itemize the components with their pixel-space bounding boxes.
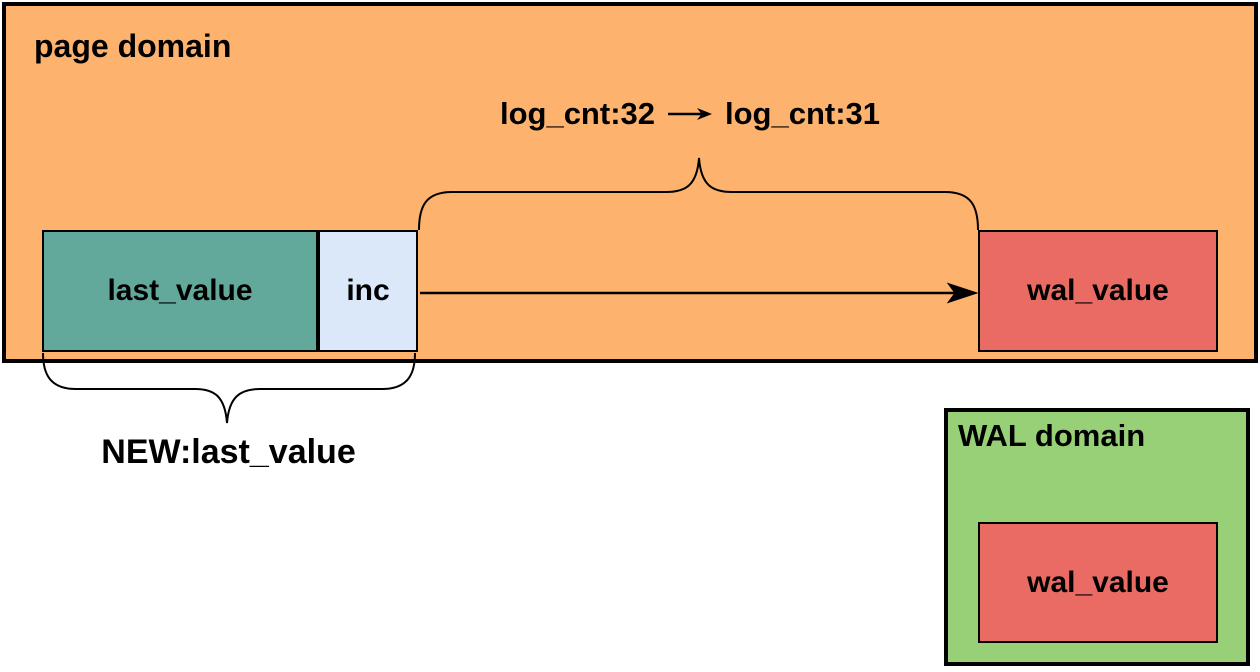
new-last-value-annotation: NEW:last_value (101, 433, 356, 471)
wal-value-wal-node-label: wal_value (1027, 565, 1169, 599)
wal-value-page-node-label: wal_value (1027, 274, 1169, 307)
last-value-node-label: last_value (107, 274, 253, 307)
new-last-value-brace (42, 352, 416, 424)
last-value-node: last_value (42, 230, 318, 352)
wal-value-page-node: wal_value (978, 230, 1218, 352)
log-cnt-to-label: log_cnt:31 (725, 96, 881, 131)
page-domain-title: page domain (34, 28, 232, 64)
wal-value-wal-node: wal_value (978, 522, 1218, 643)
inc-node-label: inc (346, 274, 390, 307)
right-arrow-icon (668, 108, 712, 120)
log-cnt-from-label: log_cnt:32 (499, 96, 655, 131)
wal-domain-title: WAL domain (958, 418, 1146, 453)
inc-node: inc (318, 230, 418, 352)
log-cnt-annotation: log_cnt:32 log_cnt:31 (410, 92, 970, 136)
